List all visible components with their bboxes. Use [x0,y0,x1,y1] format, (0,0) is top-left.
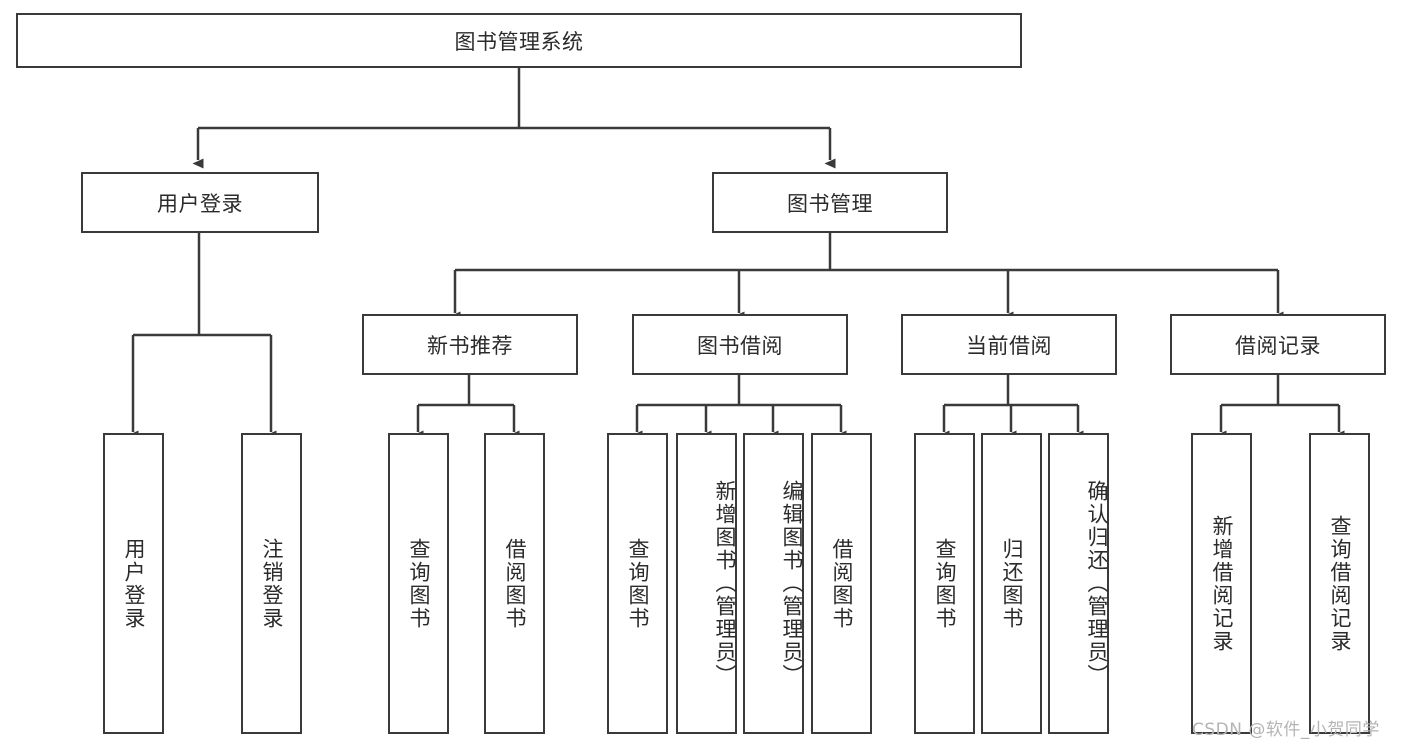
node-leaf-query-book-3-label: 查询图书 [933,537,957,630]
node-leaf-query-book-1-label: 查询图书 [407,537,431,630]
node-leaf-user-login-label: 用户登录 [122,537,146,630]
node-leaf-query-record-label: 查询借阅记录 [1328,514,1352,653]
node-leaf-confirm-return[interactable]: 确认归还（管理员） [1048,433,1109,734]
node-book-borrow[interactable]: 图书借阅 [632,314,848,375]
node-root[interactable]: 图书管理系统 [16,13,1022,68]
node-leaf-add-book[interactable]: 新增图书（管理员） [676,433,737,734]
node-borrow-record-label: 借阅记录 [1235,333,1321,358]
node-leaf-query-record[interactable]: 查询借阅记录 [1309,433,1370,734]
node-leaf-query-book-2[interactable]: 查询图书 [607,433,668,734]
node-leaf-user-logout[interactable]: 注销登录 [241,433,302,734]
node-user-login[interactable]: 用户登录 [81,172,319,233]
node-borrow-record[interactable]: 借阅记录 [1170,314,1386,375]
node-leaf-confirm-return-label: 确认归还（管理员） [1085,480,1109,687]
node-leaf-return-book[interactable]: 归还图书 [981,433,1042,734]
node-leaf-add-record[interactable]: 新增借阅记录 [1191,433,1252,734]
node-leaf-query-book-2-label: 查询图书 [626,537,650,630]
node-leaf-borrow-book-1[interactable]: 借阅图书 [484,433,545,734]
node-current-borrow[interactable]: 当前借阅 [901,314,1117,375]
node-leaf-return-book-label: 归还图书 [1000,537,1024,630]
node-leaf-query-book-1[interactable]: 查询图书 [388,433,449,734]
node-book-management-label: 图书管理 [787,191,873,216]
node-book-management[interactable]: 图书管理 [712,172,948,233]
node-leaf-edit-book[interactable]: 编辑图书（管理员） [743,433,804,734]
node-leaf-query-book-3[interactable]: 查询图书 [914,433,975,734]
node-root-label: 图书管理系统 [454,29,584,54]
node-book-borrow-label: 图书借阅 [697,333,783,358]
node-new-book-recommend[interactable]: 新书推荐 [362,314,578,375]
node-leaf-user-login[interactable]: 用户登录 [103,433,164,734]
csdn-watermark: CSDN @软件_小贺同学 [1192,720,1380,740]
node-leaf-add-book-label: 新增图书（管理员） [713,480,737,687]
node-leaf-add-record-label: 新增借阅记录 [1210,514,1234,653]
node-leaf-edit-book-label: 编辑图书（管理员） [780,480,804,687]
node-user-login-label: 用户登录 [157,191,243,216]
node-leaf-user-logout-label: 注销登录 [260,537,284,630]
node-leaf-borrow-book-2-label: 借阅图书 [830,537,854,630]
node-leaf-borrow-book-1-label: 借阅图书 [503,537,527,630]
node-leaf-borrow-book-2[interactable]: 借阅图书 [811,433,872,734]
node-current-borrow-label: 当前借阅 [966,333,1052,358]
node-new-book-recommend-label: 新书推荐 [427,333,513,358]
